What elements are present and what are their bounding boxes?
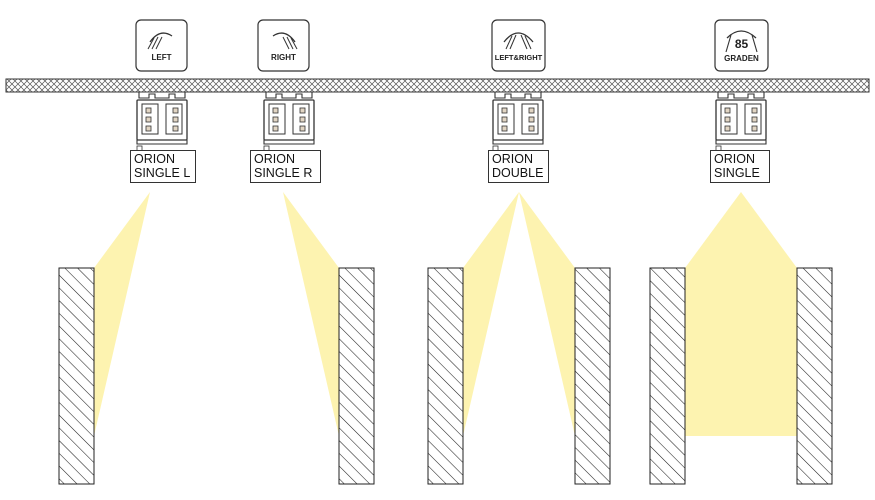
beam-single-l	[94, 192, 150, 436]
fixture-name-line1: ORION	[254, 152, 295, 166]
fixture-name-line2: SINGLE R	[254, 166, 313, 180]
track-profiles	[136, 92, 767, 152]
fixture-label-single-85: ORION SINGLE	[710, 150, 770, 183]
icon-label-double: LEFT&RIGHT	[495, 53, 543, 62]
icon-label-single-85: GRADEN	[724, 54, 759, 63]
track-profile-single-85	[715, 92, 767, 152]
beam-double-left	[463, 192, 519, 436]
fixture-name-line2: SINGLE	[714, 166, 760, 180]
wall-single-l	[58, 267, 95, 485]
wall-double-right	[574, 267, 611, 485]
icon-badge-double: LEFT&RIGHT	[491, 19, 546, 72]
fixture-name-line1: ORION	[134, 152, 175, 166]
ceiling-bar	[5, 78, 870, 93]
beam-double-right	[519, 192, 575, 436]
fixture-label-single-r: ORION SINGLE R	[250, 150, 321, 183]
wall-single-r	[338, 267, 375, 485]
wall-single-85-right	[796, 267, 833, 485]
track-profile-double	[492, 92, 544, 152]
fixture-label-double: ORION DOUBLE	[488, 150, 549, 183]
icon-label-single-l: LEFT	[152, 53, 172, 62]
fixture-name-line2: DOUBLE	[492, 166, 544, 180]
icon-label-single-r: RIGHT	[271, 53, 296, 62]
wall-double-left	[427, 267, 464, 485]
track-profile-single-l	[136, 92, 188, 152]
beam-angle-number: 85	[735, 37, 749, 51]
light-beams	[94, 192, 797, 436]
icon-badge-single-85: 85 GRADEN	[714, 19, 769, 72]
track-profile-single-r	[263, 92, 315, 152]
wall-single-85-left	[649, 267, 686, 485]
icon-badge-single-l: LEFT	[135, 19, 188, 72]
fixture-label-single-l: ORION SINGLE L	[130, 150, 196, 183]
beam-single-85	[685, 192, 797, 436]
fixture-name-line2: SINGLE L	[134, 166, 191, 180]
beam-single-r	[283, 192, 339, 436]
light-right-icon	[272, 32, 298, 50]
walls	[58, 267, 833, 485]
icon-badge-single-r: RIGHT	[257, 19, 310, 72]
fixture-name-line1: ORION	[714, 152, 755, 166]
fixture-name-line1: ORION	[492, 152, 533, 166]
light-left-right-icon	[503, 32, 534, 50]
beam-angle-icon	[725, 30, 758, 53]
light-left-icon	[147, 32, 173, 50]
